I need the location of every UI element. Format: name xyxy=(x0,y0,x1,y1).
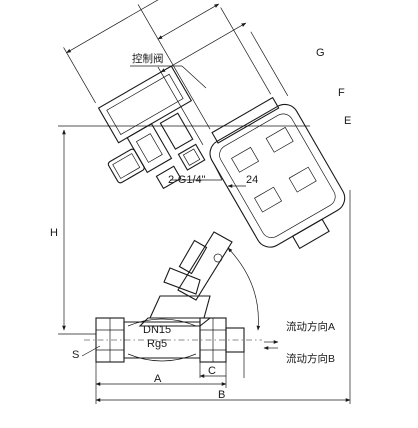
dim-label-h: H xyxy=(50,227,58,239)
dim-label-a: A xyxy=(154,373,162,385)
actuator-cap xyxy=(211,96,280,144)
label-nominal-diameter: DN15 xyxy=(143,324,171,336)
label-flow-b: 流动方向B xyxy=(286,352,335,365)
leader-control-valve xyxy=(181,65,207,89)
dim-label-c: C xyxy=(208,365,216,377)
dimension-abc xyxy=(95,352,351,404)
label-flow-a: 流动方向A xyxy=(286,320,335,333)
control-valve-body xyxy=(97,65,193,144)
leader-s xyxy=(81,345,101,357)
dim-label-b: B xyxy=(218,389,225,401)
label-pipe-thread: Rg5 xyxy=(147,338,167,350)
label-wrench-size: 24 xyxy=(246,174,258,186)
dimension-h xyxy=(58,125,310,335)
dim-label-g: G xyxy=(316,47,325,59)
actuator-assembly xyxy=(63,0,346,250)
connector-plug xyxy=(107,148,145,184)
dim-label-f: F xyxy=(338,87,345,99)
valve-body xyxy=(95,317,245,363)
dim-label-e: E xyxy=(344,115,351,127)
air-port-fitting xyxy=(177,143,206,171)
stem-pin xyxy=(213,253,223,263)
label-port-thread: 2-G1/4" xyxy=(168,174,206,186)
valve-stem xyxy=(138,231,261,331)
dim-label-s: S xyxy=(72,349,79,361)
label-control-valve: 控制阀 xyxy=(132,52,164,65)
